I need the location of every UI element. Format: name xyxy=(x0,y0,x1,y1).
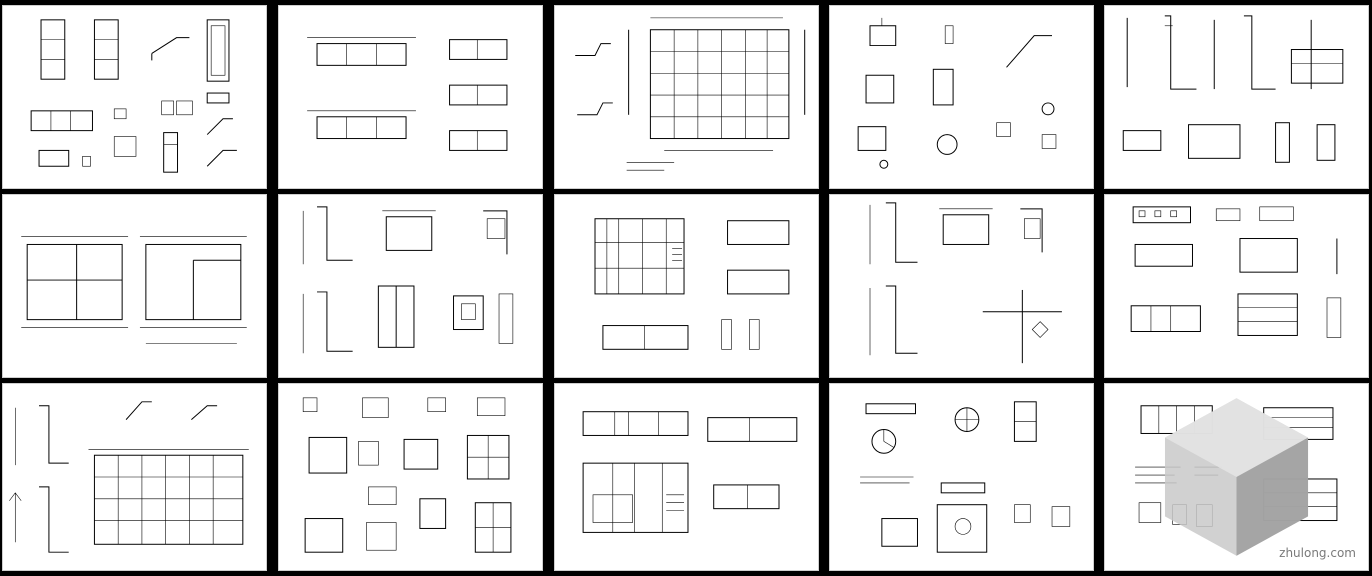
drawing-sheet-r2c3[interactable] xyxy=(554,194,819,378)
drawing-sheet-r2c2-lines xyxy=(302,206,514,354)
drawing-sheet-r1c2-lines xyxy=(307,37,508,151)
drawing-sheet-r3c2-lines xyxy=(302,397,512,553)
drawing-sheet-r2c4-lines xyxy=(869,202,1062,364)
drawing-sheet-r3c3[interactable] xyxy=(554,383,819,571)
drawing-sheet-r1c1[interactable] xyxy=(2,5,267,189)
drawing-sheet-r2c5[interactable] xyxy=(1104,194,1369,378)
drawing-sheet-r1c2[interactable] xyxy=(278,5,543,189)
drawing-sheet-r3c5[interactable]: zhulong.com xyxy=(1104,383,1369,571)
drawing-sheet-r2c2[interactable] xyxy=(278,194,543,378)
drawing-sheet-r1c5-lines xyxy=(1122,15,1344,163)
drawing-sheet-r1c4[interactable] xyxy=(829,5,1094,189)
drawing-sheet-r3c4[interactable] xyxy=(829,383,1094,571)
drawing-sheet-r2c3-lines xyxy=(594,218,790,350)
drawing-sheet-r3c4-lines xyxy=(860,401,1071,553)
drawing-sheet-r1c5[interactable] xyxy=(1104,5,1369,189)
drawing-sheet-r3c3-lines xyxy=(582,411,798,533)
watermark-text: zhulong.com xyxy=(1279,546,1356,560)
drawing-sheet-r3c1[interactable] xyxy=(2,383,267,571)
drawing-sheet-r3c1-lines xyxy=(9,401,249,553)
drawing-sheet-r1c3[interactable] xyxy=(554,5,819,189)
drawing-sheet-r1c3-lines xyxy=(575,17,806,171)
drawing-sheet-r1c4-lines xyxy=(857,17,1057,169)
drawing-sheet-r1c1-lines xyxy=(30,19,237,173)
drawing-sheet-r2c1[interactable] xyxy=(2,194,267,378)
drawing-sheet-r2c4[interactable] xyxy=(829,194,1094,378)
drawing-sheet-r2c5-lines xyxy=(1130,206,1342,338)
drawing-sheet-r2c1-lines xyxy=(21,236,247,344)
zhulong-cube-logo-icon xyxy=(1164,398,1309,556)
drawing-sheet-r3c2[interactable] xyxy=(278,383,543,571)
